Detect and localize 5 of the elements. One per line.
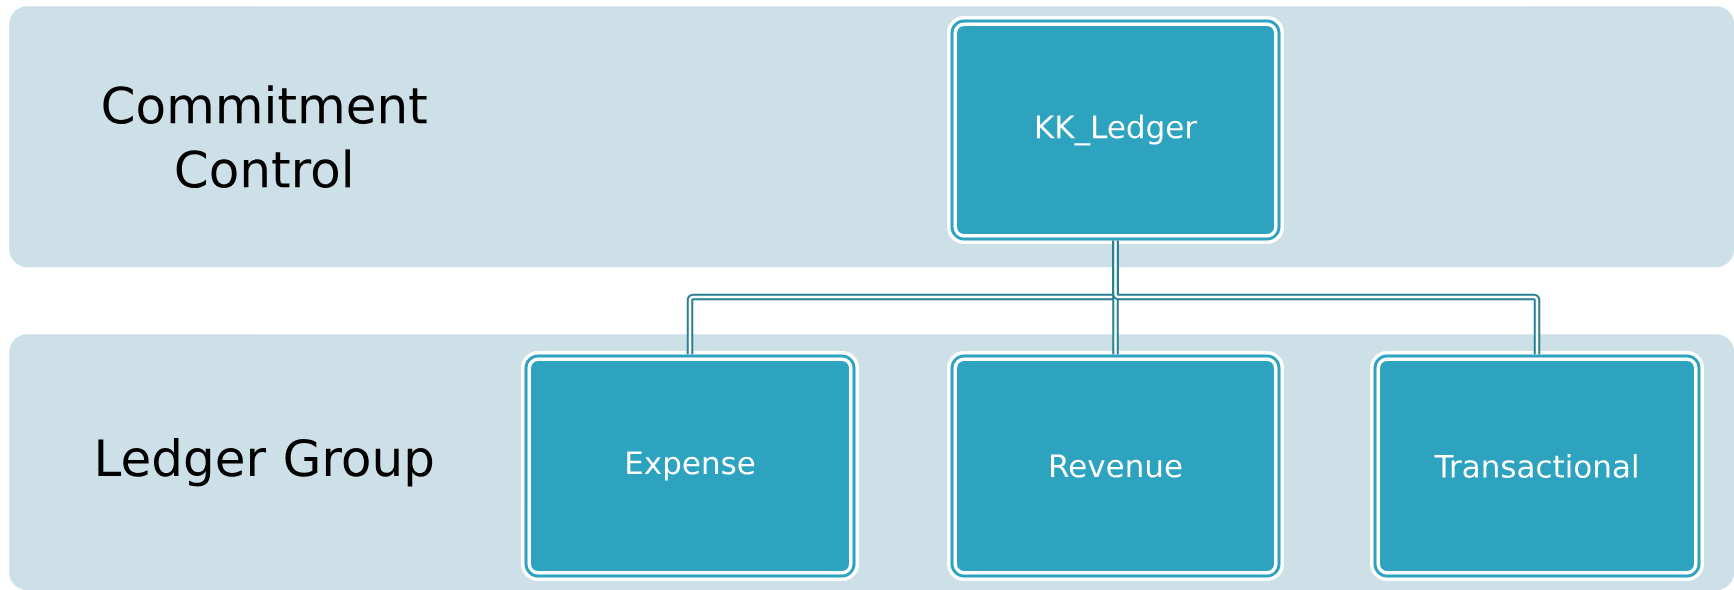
connector	[1112, 240, 1541, 355]
ledger-box: KK_Ledger	[947, 16, 1284, 244]
ledger-box: Transactional	[1370, 351, 1704, 581]
ledger-box: Expense	[521, 351, 859, 581]
ledger-box: Revenue	[947, 351, 1284, 581]
